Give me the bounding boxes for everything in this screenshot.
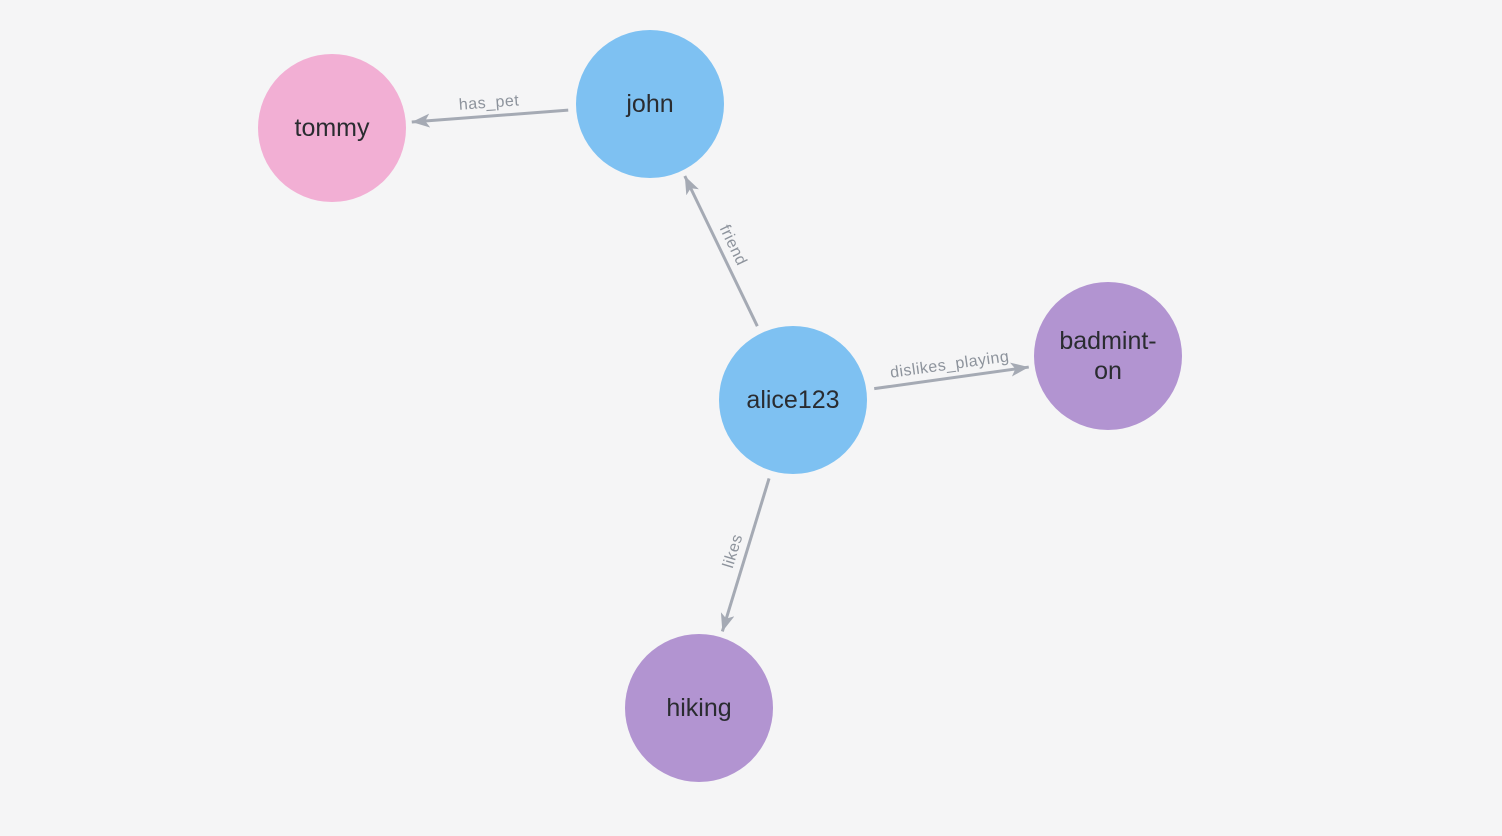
graph-node-badminton[interactable]: badmint- on [1034,282,1182,430]
edge-dislikes_playing[interactable] [874,362,1029,391]
edge-has_pet[interactable] [411,108,569,128]
graph-node-hiking[interactable]: hiking [625,634,773,782]
node-label-badminton: badmint- on [1059,327,1157,385]
graph-node-john[interactable]: john [576,30,724,178]
node-label-alice123: alice123 [746,386,840,414]
node-label-tommy: tommy [294,114,370,142]
edge-friend[interactable] [683,175,759,327]
graph-node-alice123[interactable]: alice123 [719,326,867,474]
graph-node-tommy[interactable]: tommy [258,54,406,202]
node-label-john: john [626,90,674,118]
node-label-hiking: hiking [666,694,732,722]
edge-likes[interactable] [720,477,771,632]
edge-label-has_pet[interactable]: has_pet [458,92,520,114]
